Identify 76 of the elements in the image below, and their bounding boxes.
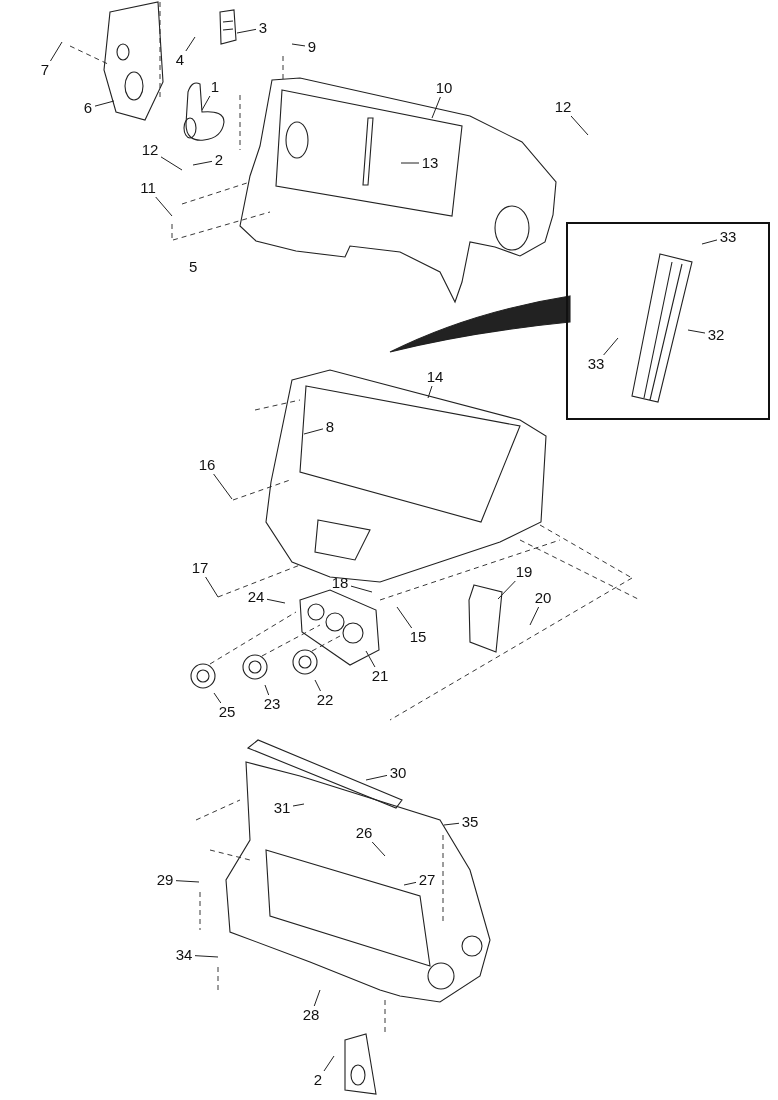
callout-number: 6: [82, 100, 94, 116]
leader-line: [687, 329, 706, 334]
callout-number: 13: [420, 155, 440, 171]
callout-number: 12: [553, 99, 573, 115]
callout-number: 2: [213, 152, 225, 168]
leader-line: [396, 606, 413, 629]
leader-line: [155, 196, 173, 217]
leader-line: [194, 955, 219, 958]
callout-number: 1: [209, 79, 221, 95]
callout-number: 30: [388, 765, 408, 781]
callout-number: 23: [262, 696, 282, 712]
leader-line: [323, 1055, 335, 1072]
callout-number: 7: [39, 62, 51, 78]
leader-line: [205, 576, 219, 598]
leader-line: [431, 96, 441, 119]
leader-line: [175, 880, 200, 883]
leader-line: [365, 774, 388, 781]
leader-line: [213, 692, 222, 704]
leader-line: [236, 28, 257, 34]
leader-line: [400, 162, 420, 164]
leader-line: [303, 428, 324, 435]
leader-line: [192, 160, 213, 166]
leader-line: [291, 43, 306, 47]
leader-line: [266, 598, 286, 604]
leader-line: [201, 95, 211, 111]
leader-line: [603, 337, 619, 356]
callout-number: 5: [189, 259, 198, 275]
leader-line: [529, 606, 540, 626]
callout-number: 26: [354, 825, 374, 841]
callout-number: 31: [272, 800, 292, 816]
leader-line: [49, 41, 63, 62]
leader-line: [314, 679, 321, 692]
callout-number: 9: [306, 39, 318, 55]
callout-number: 20: [533, 590, 553, 606]
leader-line: [94, 100, 115, 107]
callout-number: 33: [718, 229, 738, 245]
callout-number: 32: [706, 327, 726, 343]
leader-line: [403, 881, 417, 886]
leader-line: [570, 115, 589, 136]
callout-number: 8: [324, 419, 336, 435]
leader-line: [213, 473, 233, 500]
callout-number: 28: [301, 1007, 321, 1023]
callout-number: 19: [514, 564, 534, 580]
callout-number: 33: [586, 356, 606, 372]
leader-line: [264, 684, 270, 696]
leader-line: [160, 156, 183, 171]
leader-line: [371, 841, 386, 857]
callout-number: 25: [217, 704, 237, 720]
callout-number: 24: [246, 589, 266, 605]
callout-number: 14: [425, 369, 445, 385]
leader-line: [443, 822, 460, 826]
callout-number: 10: [434, 80, 454, 96]
callout-number: 22: [315, 692, 335, 708]
callout-number: 34: [174, 947, 194, 963]
callout-number: 21: [370, 668, 390, 684]
leader-line: [701, 239, 718, 245]
callout-number: 3: [257, 20, 269, 36]
callout-number: 29: [155, 872, 175, 888]
callout-number: 15: [408, 629, 428, 645]
leader-line: [185, 36, 196, 52]
callout-number: 18: [330, 575, 350, 591]
callout-number: 4: [174, 52, 186, 68]
leader-line: [365, 650, 376, 668]
callout-number: 12: [140, 142, 160, 158]
callout-number: 16: [197, 457, 217, 473]
callout-number: 35: [460, 814, 480, 830]
callout-number: 2: [312, 1072, 324, 1088]
leader-line: [427, 385, 433, 399]
leader-line: [497, 580, 516, 600]
callout-number: 17: [190, 560, 210, 576]
leader-line: [313, 989, 321, 1007]
inset-frame: [566, 222, 770, 420]
leader-line: [292, 803, 305, 807]
callout-number: 11: [138, 180, 158, 196]
callout-number: 27: [417, 872, 437, 888]
leader-line: [350, 585, 373, 593]
